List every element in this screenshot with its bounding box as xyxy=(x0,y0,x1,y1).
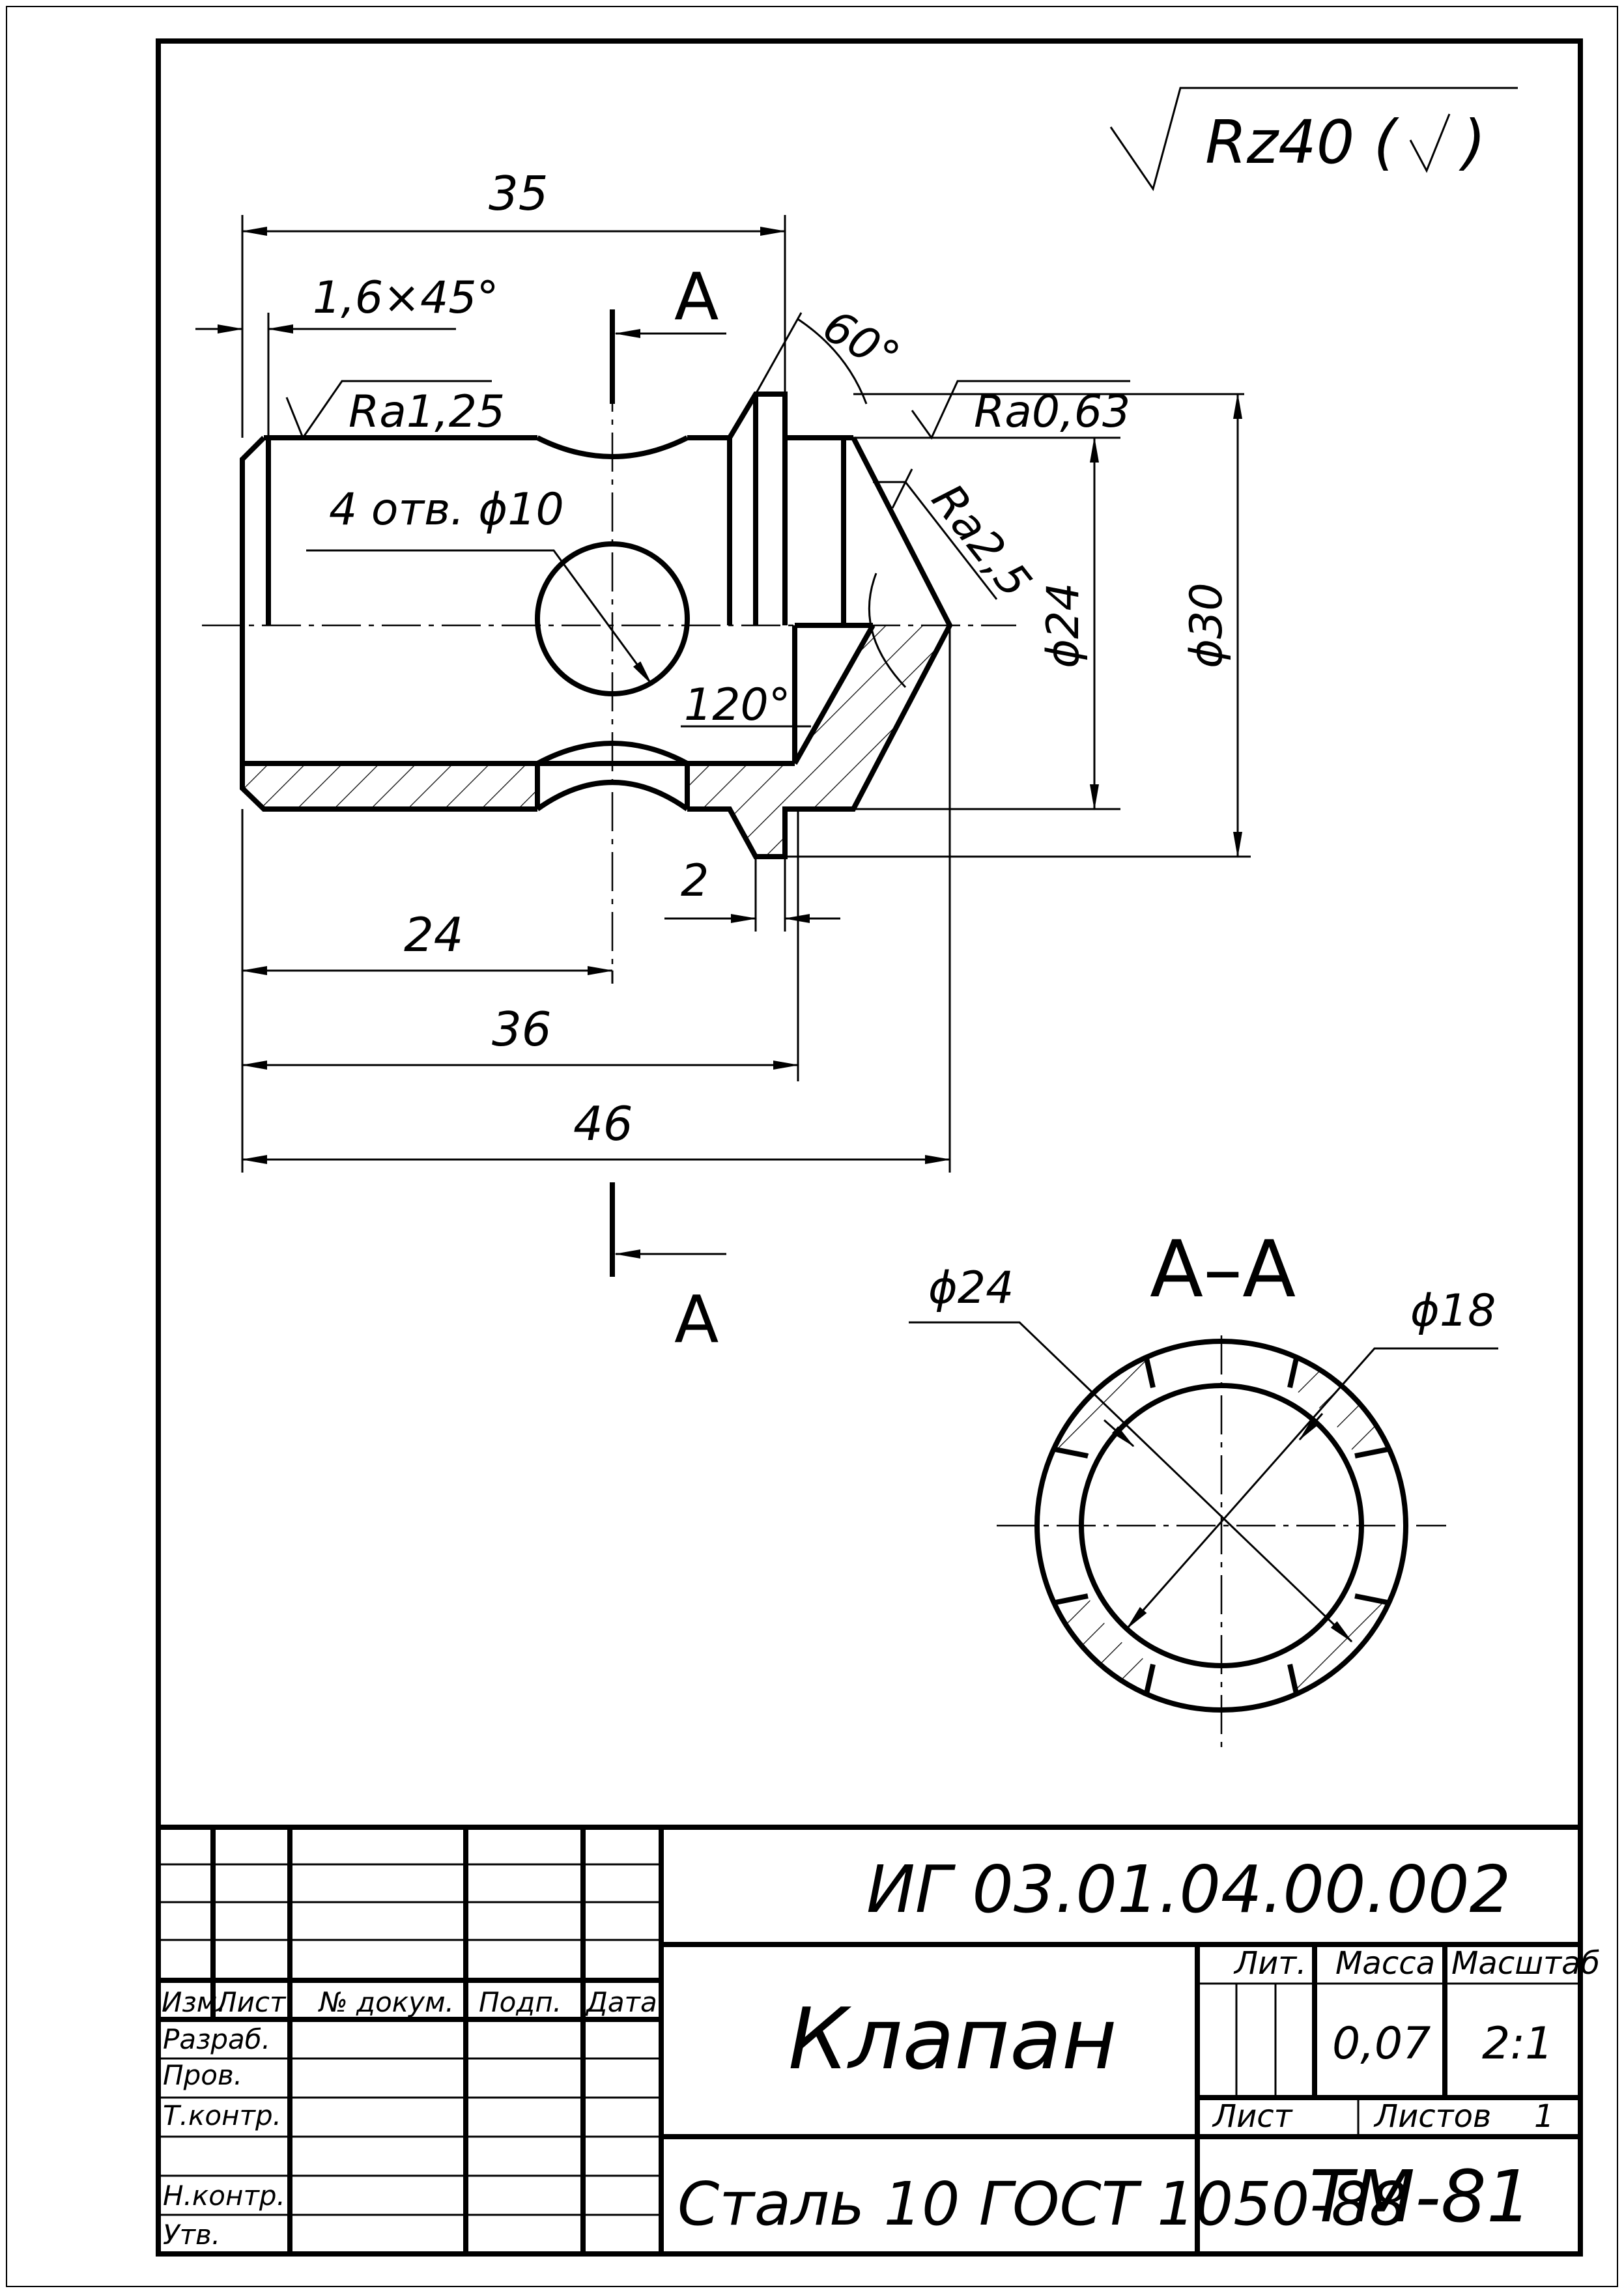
outer-ring xyxy=(1034,1339,1408,1713)
dim-36: 36 xyxy=(492,1002,552,1057)
row-razrab: Разраб. xyxy=(163,2023,270,2055)
dim-35: 35 xyxy=(489,166,548,221)
inner-ring xyxy=(1079,1383,1364,1668)
dim-2: 2 xyxy=(681,855,709,907)
drawing-frame xyxy=(156,38,1583,2257)
col-izm: Изм. xyxy=(162,1986,226,2018)
header-sheet: Лист xyxy=(1212,2098,1294,2135)
section-dia24: ϕ24 xyxy=(928,1262,1014,1314)
sheets-value: 1 xyxy=(1534,2098,1554,2135)
header-scale: Масштаб xyxy=(1451,1945,1600,1982)
scale-value: 2:1 xyxy=(1482,2018,1553,2070)
angle-60: 60° xyxy=(814,300,908,384)
general-roughness-close: ) xyxy=(1459,107,1486,177)
row-tkontr: Т.контр. xyxy=(163,2100,281,2131)
roughness-ra25: Ra2,5 xyxy=(921,475,1041,608)
section-dia18: ϕ18 xyxy=(1410,1285,1496,1337)
dim-chamfer: 1,6×45° xyxy=(313,272,499,324)
cross-hole xyxy=(535,541,690,696)
row-nkontr: Н.контр. xyxy=(163,2180,285,2212)
org-code: ТМ-81 xyxy=(1309,2155,1532,2238)
header-sheets: Листов xyxy=(1373,2098,1491,2135)
main-view: A A 35 1,6×45° Ra1,25 4 отв. ϕ10 120° 60… xyxy=(195,166,1251,1358)
designation: ИГ 03.01.04.00.002 xyxy=(866,1851,1511,1928)
part-outline xyxy=(240,392,953,859)
outer-border xyxy=(6,6,1618,2287)
col-sign: Подп. xyxy=(479,1986,562,2018)
section-title: А–А xyxy=(1150,1225,1296,1315)
section-view: А–А ϕ24 ϕ18 xyxy=(909,1225,1498,1752)
header-mass: Масса xyxy=(1335,1945,1435,1982)
dim-46: 46 xyxy=(573,1096,633,1151)
row-prov: Пров. xyxy=(163,2059,242,2091)
material: Сталь 10 ГОСТ 1050-88 xyxy=(677,2169,1408,2239)
mass-value: 0,07 xyxy=(1332,2018,1431,2070)
header-lit: Лит. xyxy=(1233,1945,1307,1982)
part-name: Клапан xyxy=(788,1989,1117,2088)
section-hatch-right xyxy=(687,625,950,857)
roughness-ra063: Ra0,63 xyxy=(974,386,1130,438)
dim-dia24-main: ϕ24 xyxy=(1038,582,1089,668)
roughness-ra125: Ra1,25 xyxy=(349,386,505,438)
section-mark-bottom: A xyxy=(674,1281,719,1358)
holes-label: 4 отв. ϕ10 xyxy=(329,484,564,535)
section-hatch-left xyxy=(242,763,537,809)
general-roughness-label: Rz40 ( xyxy=(1205,107,1400,177)
section-mark-top: A xyxy=(674,259,719,335)
dim-dia30: ϕ30 xyxy=(1181,582,1232,668)
col-list: Лист xyxy=(215,1986,287,2018)
col-date: Дата xyxy=(585,1986,657,2018)
row-utv: Утв. xyxy=(163,2219,220,2251)
angle-120: 120° xyxy=(684,679,791,731)
dim-24-length: 24 xyxy=(404,907,464,962)
col-doc: № докум. xyxy=(318,1986,454,2018)
general-roughness-sign: Rz40 ( ) xyxy=(1109,87,1518,192)
title-block: ИГ 03.01.04.00.002 Клапан Сталь 10 ГОСТ … xyxy=(158,1825,1600,2254)
